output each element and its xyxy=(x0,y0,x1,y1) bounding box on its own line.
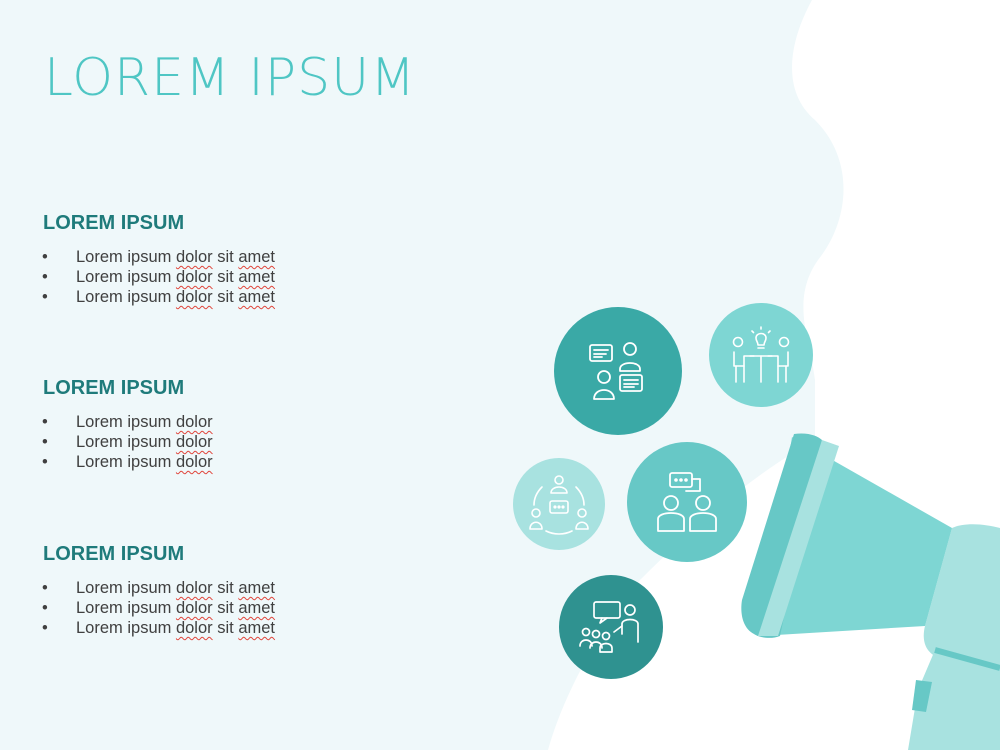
bullet-text: Lorem ipsum xyxy=(76,599,176,617)
bullet-item[interactable]: Lorem ipsum dolor xyxy=(42,412,482,432)
bullet-item[interactable]: Lorem ipsum dolor xyxy=(42,452,482,472)
spell-flagged-word: dolor xyxy=(175,268,213,286)
bullet-list: Lorem ipsum dolor Lorem ipsum dolor Lore… xyxy=(42,412,482,472)
section-1: LOREM IPSUM Lorem ipsum dolor sit amet L… xyxy=(42,212,482,307)
bullet-text: sit xyxy=(212,599,239,617)
bullet-item[interactable]: Lorem ipsum dolor sit amet xyxy=(42,247,482,267)
bullet-item[interactable]: Lorem ipsum dolor xyxy=(42,432,482,452)
section-3: LOREM IPSUM Lorem ipsum dolor sit amet L… xyxy=(42,543,482,638)
spell-flagged-word: amet xyxy=(238,619,276,637)
bullet-text: Lorem ipsum xyxy=(76,453,176,471)
bullet-text: sit xyxy=(212,248,239,266)
page-title: LOREM IPSUM xyxy=(44,48,417,108)
presentation-icon[interactable] xyxy=(559,575,663,679)
bullet-text: sit xyxy=(212,268,239,286)
bullet-item[interactable]: Lorem ipsum dolor sit amet xyxy=(42,618,482,638)
spell-flagged-word: amet xyxy=(238,579,276,597)
spell-flagged-word: dolor xyxy=(175,433,213,451)
bullet-text: Lorem ipsum xyxy=(76,413,176,431)
bullet-list: Lorem ipsum dolor sit amet Lorem ipsum d… xyxy=(42,578,482,638)
spell-flagged-word: dolor xyxy=(175,288,213,306)
bullet-text: Lorem ipsum xyxy=(76,248,176,266)
spell-flagged-word: dolor xyxy=(175,413,213,431)
spell-flagged-word: dolor xyxy=(175,579,213,597)
bullet-list: Lorem ipsum dolor sit amet Lorem ipsum d… xyxy=(42,247,482,307)
spell-flagged-word: amet xyxy=(238,268,276,286)
network-group-icon[interactable] xyxy=(513,458,605,550)
spell-flagged-word: amet xyxy=(238,599,276,617)
bullet-item[interactable]: Lorem ipsum dolor sit amet xyxy=(42,598,482,618)
section-heading: LOREM IPSUM xyxy=(43,377,185,399)
bullet-text: Lorem ipsum xyxy=(76,433,176,451)
bullet-text: sit xyxy=(212,579,239,597)
bullet-item[interactable]: Lorem ipsum dolor sit amet xyxy=(42,287,482,307)
spell-flagged-word: amet xyxy=(238,288,276,306)
spell-flagged-word: dolor xyxy=(175,599,213,617)
discussion-icon[interactable] xyxy=(627,442,747,562)
section-heading: LOREM IPSUM xyxy=(43,212,185,234)
bullet-item[interactable]: Lorem ipsum dolor sit amet xyxy=(42,578,482,598)
spell-flagged-word: dolor xyxy=(175,619,213,637)
bullet-text: Lorem ipsum xyxy=(76,288,176,306)
section-2: LOREM IPSUM Lorem ipsum dolor Lorem ipsu… xyxy=(42,377,482,472)
spell-flagged-word: dolor xyxy=(175,453,213,471)
bullet-text: Lorem ipsum xyxy=(76,619,176,637)
conversation-icon[interactable] xyxy=(554,307,682,435)
bullet-text: Lorem ipsum xyxy=(76,579,176,597)
bullet-item[interactable]: Lorem ipsum dolor sit amet xyxy=(42,267,482,287)
bullet-text: sit xyxy=(212,288,239,306)
spell-flagged-word: dolor xyxy=(175,248,213,266)
spell-flagged-word: amet xyxy=(238,248,276,266)
meeting-idea-icon[interactable] xyxy=(709,303,813,407)
section-heading: LOREM IPSUM xyxy=(43,543,185,565)
bullet-text: Lorem ipsum xyxy=(76,268,176,286)
bullet-text: sit xyxy=(212,619,239,637)
